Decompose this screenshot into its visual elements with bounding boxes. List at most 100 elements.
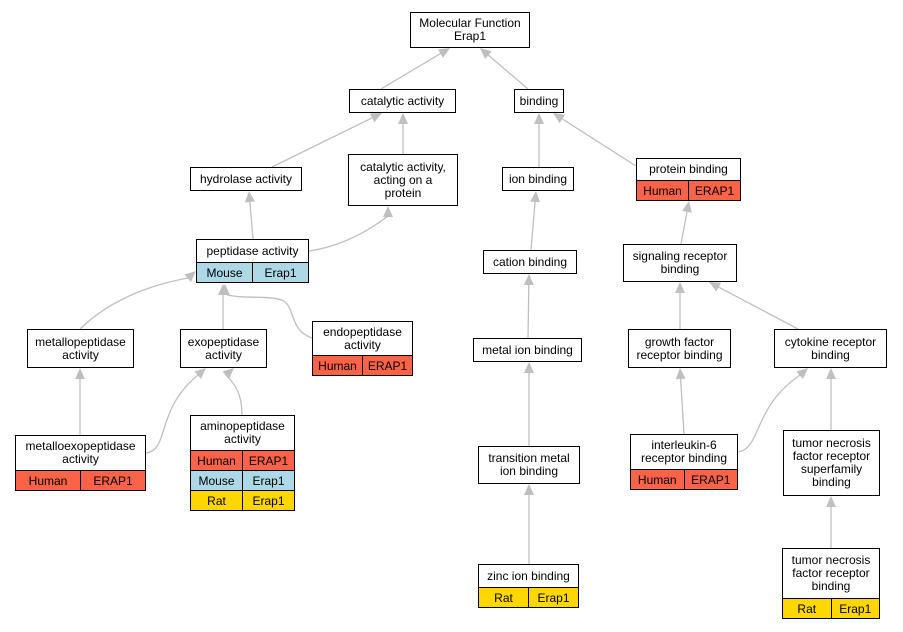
go-term-label: peptidase activity: [206, 244, 298, 258]
edge-arrowhead: [826, 368, 836, 379]
go-term-label-line: tumor necrosis: [791, 553, 871, 567]
gene-symbol-cell[interactable]: ERAP1: [683, 470, 737, 489]
edge-metalloexo-to-exopep: [145, 374, 199, 454]
edge-arrowhead: [523, 274, 534, 286]
go-term-label-line: ion binding: [499, 464, 559, 478]
gene-symbol-cell[interactable]: Erap1: [528, 588, 578, 607]
go-term-cation[interactable]: cation binding: [483, 250, 577, 274]
edge-arrowhead: [184, 271, 196, 283]
go-term-label-line: transition metal: [488, 451, 570, 465]
go-term-label-line: activity: [205, 347, 242, 362]
go-term-peptidase[interactable]: peptidase activity: [196, 239, 309, 263]
go-term-label-line: ion binding: [508, 171, 568, 186]
edge-peptidase-to-hydrolase: [249, 200, 254, 240]
gene-symbol-cell[interactable]: ERAP1: [688, 181, 740, 200]
edge-binding-to-root: [487, 54, 529, 90]
go-term-label: hydrolase activity: [199, 171, 293, 186]
go-term-label: ion binding: [508, 171, 568, 186]
go-term-label: catalytic activity: [361, 94, 444, 108]
go-term-label-line: zinc ion binding: [487, 568, 570, 583]
gene-symbol-cell[interactable]: Erap1: [830, 599, 879, 618]
edge-arrowhead: [383, 206, 393, 217]
edge-arrowhead: [398, 113, 408, 124]
go-term-label-line: activity: [224, 432, 261, 446]
go-term-label-line: binding: [812, 475, 851, 489]
edge-catalytic-to-root: [380, 52, 442, 90]
edge-metalion-to-cation: [527, 283, 530, 339]
edge-arrowhead: [530, 191, 541, 203]
edge-arrowhead: [369, 113, 382, 123]
edge-arrowhead: [244, 191, 255, 203]
go-term-binding[interactable]: binding: [514, 89, 564, 113]
edge-arrowhead: [524, 484, 534, 495]
go-term-label-line: hydrolase activity: [199, 171, 293, 186]
go-term-label-line: receptor binding: [636, 347, 723, 362]
species-cell: Rat: [479, 588, 528, 607]
gene-symbol-cell[interactable]: Erap1: [252, 263, 308, 282]
go-term-label-line: binding: [519, 93, 559, 108]
edge-arrowhead: [826, 496, 836, 507]
go-term-label-line: tumor necrosis: [792, 436, 871, 450]
go-term-zinc[interactable]: zinc ion binding: [478, 564, 579, 588]
go-term-label-line: receptor binding: [640, 451, 728, 465]
gene-symbol-cell[interactable]: Erap1: [242, 491, 294, 510]
go-term-label-line: aminopeptidase: [200, 419, 285, 433]
go-term-catalytic[interactable]: catalytic activity: [349, 89, 456, 113]
gene-symbol-cell[interactable]: Erap1: [242, 471, 294, 490]
go-term-label-line: metalloexopeptidase: [25, 439, 136, 453]
edge-amino-to-exopep: [225, 374, 243, 416]
go-term-label-line: signaling receptor: [632, 249, 728, 263]
edge-arrowhead: [675, 368, 686, 380]
edge-arrowhead: [796, 368, 808, 380]
edge-metallopep-to-peptidase: [79, 277, 189, 330]
go-term-protbind[interactable]: protein binding: [636, 158, 741, 181]
go-term-hydrolase[interactable]: hydrolase activity: [190, 167, 302, 191]
species-cell: Human: [313, 356, 362, 375]
go-term-label-line: activity: [62, 452, 99, 466]
edge-peptidase-to-catprotein: [308, 215, 389, 252]
gene-symbol-cell[interactable]: ERAP1: [242, 451, 294, 470]
edge-arrowhead: [553, 113, 565, 124]
gene-symbol-cell[interactable]: ERAP1: [362, 356, 412, 375]
species-cell: Mouse: [197, 263, 252, 282]
go-term-label-line: growth factor: [644, 334, 715, 349]
go-term-ionbind[interactable]: ion binding: [502, 167, 574, 191]
go-term-metalion[interactable]: metal ion binding: [473, 338, 582, 362]
species-cell: Human: [191, 451, 242, 470]
go-term-label-line: catalytic activity,: [360, 159, 446, 174]
go-term-label-line: Molecular Function: [419, 16, 521, 30]
gene-symbol-cell[interactable]: ERAP1: [80, 471, 145, 490]
edge-arrowhead: [194, 368, 206, 380]
